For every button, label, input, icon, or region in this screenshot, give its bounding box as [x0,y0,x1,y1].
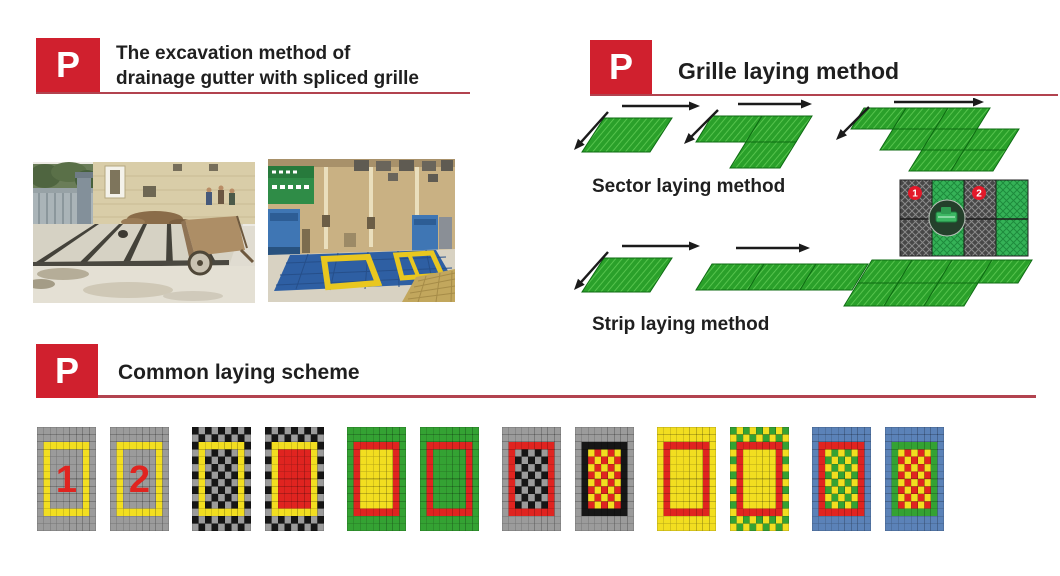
laying-scheme-swatch [502,427,561,531]
finished-grille-photo [268,159,455,302]
section-badge: P [590,40,652,94]
laying-direction-arrow-icon [836,106,870,140]
excavation-photo [33,162,255,303]
laying-direction-arrow-icon [684,109,719,144]
laying-scheme-swatch [575,427,634,531]
sector-method-label: Sector laying method [592,176,786,197]
section-badge: P [36,38,100,92]
swatch-digit: 1 [56,459,77,501]
section-title: Common laying scheme [118,361,360,384]
step-marker-1 [908,186,922,200]
badge-letter: P [608,46,633,87]
tile-connection-detail: 1 2 [899,179,1029,295]
strip-laying-diagram [574,241,1033,307]
magnifier-detail [928,199,966,237]
section-divider [36,92,470,94]
laying-direction-arrow-icon [736,243,810,253]
laying-direction-arrow-icon [574,111,609,150]
step-marker-2-label: 2 [976,189,982,200]
laying-direction-arrow-icon [622,101,700,111]
laying-scheme-swatch [420,427,479,531]
badge-letter: P [55,44,80,85]
grille-mat [695,263,869,291]
laying-scheme-swatch [265,427,324,531]
laying-direction-arrow-icon [574,251,609,290]
badge-letter: P [54,350,79,391]
laying-scheme-swatch: 1 [37,427,96,531]
section-divider [590,94,1058,96]
laying-direction-arrow-icon [894,98,984,107]
step-marker-2 [972,186,986,200]
laying-direction-arrow-icon [738,99,812,109]
section-title: Grille laying method [678,58,900,84]
title-line: drainage gutter with spliced grille [116,68,419,89]
strip-method-label: Strip laying method [592,314,770,335]
step-marker-1-label: 1 [912,189,918,200]
laying-scheme-swatch [885,427,944,531]
laying-scheme-swatch: 2 [110,427,169,531]
grille-mat [850,107,1020,172]
sector-laying-diagram [574,98,1020,172]
section-divider [36,395,1036,398]
grille-mat [581,257,673,293]
grille-mat [581,117,673,153]
laying-scheme-swatch [812,427,871,531]
section-title: The excavation method of drainage gutter… [116,41,419,91]
laying-scheme-swatch [347,427,406,531]
laying-direction-arrow-icon [622,241,700,251]
title-line: The excavation method of [116,43,351,64]
grille-mat [843,259,1033,307]
section-badge: P [36,344,98,398]
swatch-digit: 2 [129,459,150,501]
laying-scheme-swatch [730,427,789,531]
grille-mat [695,115,813,169]
laying-scheme-swatch [192,427,251,531]
laying-scheme-swatch [657,427,716,531]
